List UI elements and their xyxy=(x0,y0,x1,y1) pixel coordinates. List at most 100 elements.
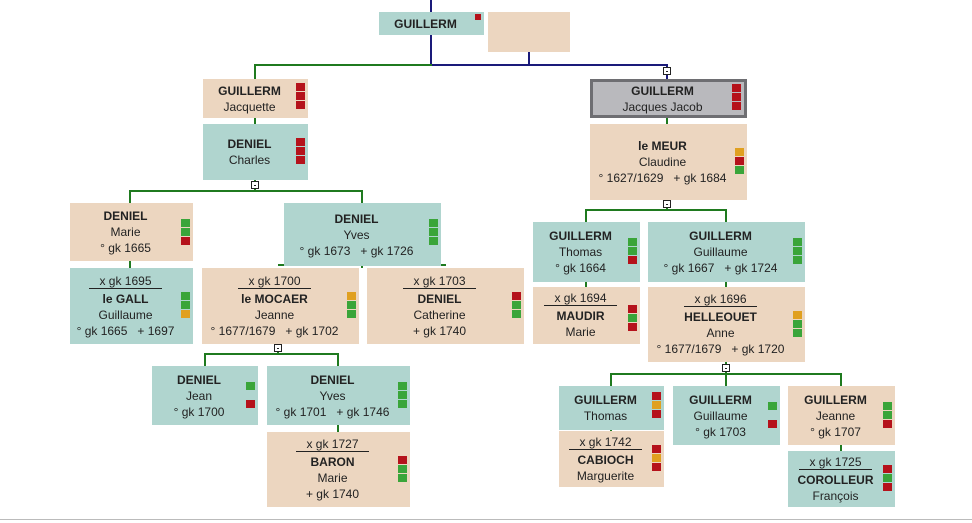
orange-status-marker-icon xyxy=(652,454,661,462)
connector-line xyxy=(337,425,339,432)
connector-line xyxy=(610,373,612,386)
person-card[interactable]: GUILLERM xyxy=(379,12,484,35)
given-name: Anne xyxy=(706,326,735,340)
life-dates: ° gk 1700 xyxy=(173,404,225,419)
green-status-marker-icon xyxy=(793,329,802,337)
red-status-marker-icon xyxy=(652,445,661,453)
connector-line xyxy=(129,190,131,203)
green-status-marker-icon xyxy=(398,382,407,390)
green-status-marker-icon xyxy=(398,391,407,399)
red-status-marker-icon xyxy=(296,138,305,146)
marriage-date: x gk 1742 xyxy=(569,435,642,450)
red-status-marker-icon xyxy=(652,410,661,418)
orange-status-marker-icon xyxy=(652,401,661,409)
marriage-date: x gk 1695 xyxy=(89,274,162,289)
surname: CABIOCH xyxy=(577,452,634,467)
green-status-marker-icon xyxy=(246,382,255,390)
surname: MAUDIR xyxy=(556,309,605,323)
red-status-marker-icon xyxy=(181,237,190,245)
green-status-marker-icon xyxy=(768,402,777,410)
green-status-marker-icon xyxy=(883,474,892,482)
green-status-marker-icon xyxy=(181,292,190,300)
surname: le MOCAER xyxy=(241,291,308,306)
green-status-marker-icon xyxy=(398,474,407,482)
collapse-toggle-icon[interactable] xyxy=(663,200,671,208)
person-card[interactable] xyxy=(488,12,570,52)
red-status-marker-icon xyxy=(652,463,661,471)
red-status-marker-icon xyxy=(883,420,892,428)
given-name: Jacquette xyxy=(223,99,276,114)
red-status-marker-icon xyxy=(296,83,305,91)
life-dates: ° 1677/1679 + gk 1720 xyxy=(656,342,785,356)
red-status-marker-icon xyxy=(628,305,637,313)
given-name: Charles xyxy=(228,153,271,167)
connector-line xyxy=(254,64,432,66)
red-status-marker-icon xyxy=(512,292,521,300)
collapse-toggle-icon[interactable] xyxy=(722,364,730,372)
surname: GUILLERM xyxy=(549,229,612,243)
collapse-toggle-icon[interactable] xyxy=(251,181,259,189)
red-status-marker-icon xyxy=(296,156,305,164)
surname: le MEUR xyxy=(638,139,687,153)
life-dates: ° gk 1665 + 1697 xyxy=(76,323,175,338)
green-status-marker-icon xyxy=(398,400,407,408)
green-status-marker-icon xyxy=(793,238,802,246)
life-dates: ° gk 1703 xyxy=(695,424,746,439)
connector-line xyxy=(337,353,339,366)
collapse-toggle-icon[interactable] xyxy=(663,67,671,75)
surname: GUILLERM xyxy=(689,229,752,243)
connector-line xyxy=(666,118,668,124)
given-name: Thomas xyxy=(558,245,603,259)
status-markers xyxy=(652,445,661,471)
status-markers xyxy=(246,382,255,408)
status-markers xyxy=(398,382,407,408)
given-name: Marie xyxy=(565,325,596,339)
connector-line xyxy=(430,64,668,66)
red-status-marker-icon xyxy=(735,157,744,165)
collapse-toggle-icon[interactable] xyxy=(274,344,282,352)
surname: GUILLERM xyxy=(631,83,694,98)
connector-line xyxy=(204,353,339,355)
green-status-marker-icon xyxy=(628,314,637,322)
life-dates: ° gk 1665 xyxy=(100,241,151,255)
life-dates: ° 1677/1679 + gk 1702 xyxy=(210,323,339,338)
surname: DENIEL xyxy=(310,372,355,387)
connector-line xyxy=(129,190,363,192)
surname: GUILLERM xyxy=(574,393,637,407)
given-name: Jeanne xyxy=(254,307,295,322)
red-status-marker-icon xyxy=(628,256,637,264)
status-markers xyxy=(475,14,481,20)
red-status-marker-icon xyxy=(296,147,305,155)
given-name: Marguerite xyxy=(576,468,635,483)
connector-line xyxy=(725,209,727,222)
connector-line xyxy=(430,0,432,12)
connector-line xyxy=(585,209,587,222)
red-status-marker-icon xyxy=(768,420,777,428)
surname: GUILLERM xyxy=(394,16,457,31)
green-status-marker-icon xyxy=(793,256,802,264)
life-dates: + gk 1740 xyxy=(412,323,467,338)
given-name: Yves xyxy=(343,227,370,242)
connector-line xyxy=(129,261,131,268)
